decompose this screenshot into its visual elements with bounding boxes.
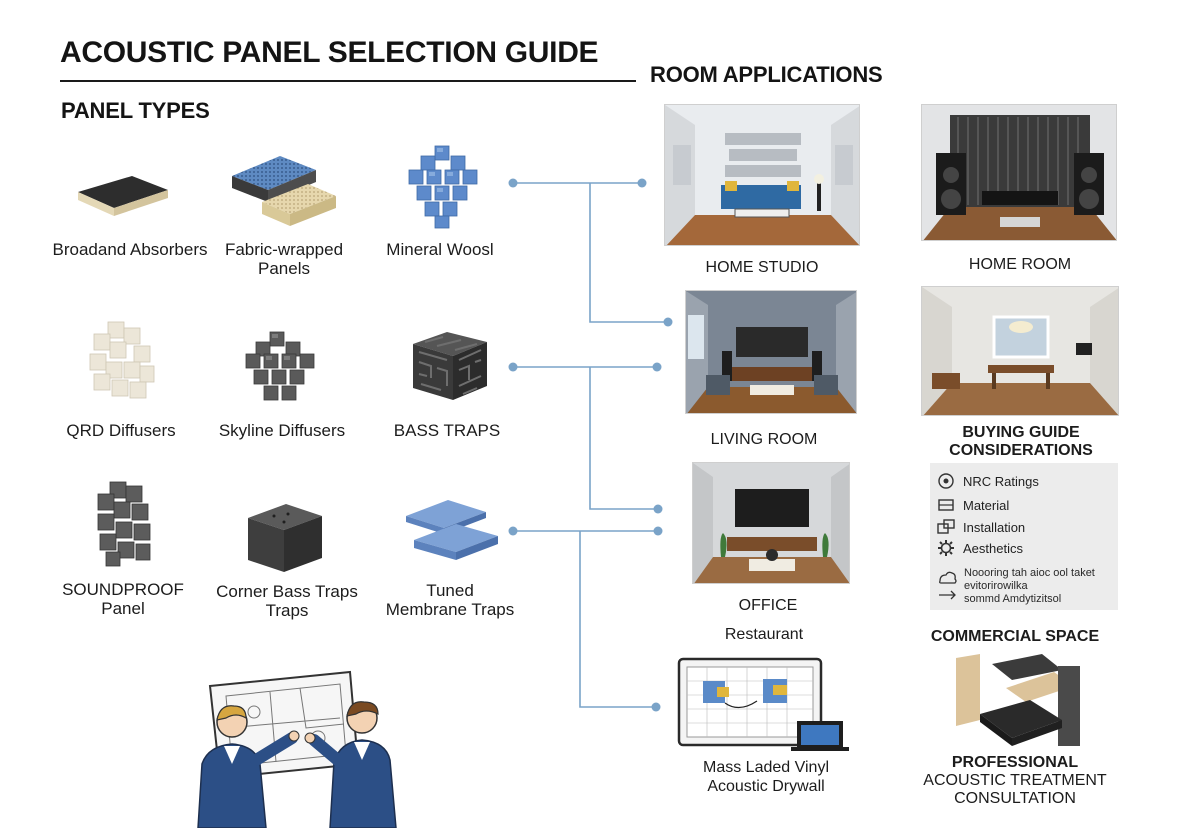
buying-guide-box: NRC Ratings Material Installation Aesthe… — [930, 463, 1118, 610]
panel-label-tuned-membrane: Tuned Membrane Traps — [385, 581, 515, 619]
material-icon — [938, 499, 954, 511]
guide-note: Noooring tah aioc ool taket evitorirowil… — [936, 567, 1095, 606]
panel-label-skyline-diffusers: Skyline Diffusers — [218, 421, 346, 440]
qrd-diffuser-icon — [89, 321, 155, 399]
fabric-wrapped-panel-icon — [232, 156, 336, 226]
room-label-living-room: LIVING ROOM — [710, 431, 818, 448]
guide-item-nrc: NRC Ratings — [936, 472, 1039, 490]
mineral-wool-icon — [408, 145, 478, 229]
panel-label-corner-bass-traps: Corner Bass Traps Traps — [216, 582, 358, 620]
guide-item-aesthetics: Aesthetics — [936, 539, 1023, 557]
guide-item-installation: Installation — [936, 518, 1025, 536]
connector-node — [508, 526, 518, 536]
panel-label-broadband-absorbers: Broadand Absorbers — [52, 240, 208, 259]
installation-icon — [937, 519, 955, 534]
panel-label-bass-traps: BASS TRAPS — [393, 421, 501, 440]
restaurant-plan-illustration — [677, 657, 849, 751]
panel-label-mineral-wool: Mineral Woosl — [386, 240, 494, 259]
connector-node — [651, 702, 661, 712]
room-label-mass-loaded-vinyl: Mass Laded Vinyl Acoustic Drywall — [703, 759, 829, 795]
connector-node — [652, 362, 662, 372]
connector-node — [653, 526, 663, 536]
panel-label-soundproof: SOUNDPROOF Panel — [62, 580, 184, 618]
bass-trap-icon — [413, 332, 487, 400]
home-studio-photo — [664, 104, 860, 246]
title-rule — [60, 80, 636, 82]
room-label-commercial-space: COMMERCIAL SPACE — [930, 628, 1100, 645]
office-photo — [692, 462, 850, 584]
panel-types-heading: PANEL TYPES — [61, 98, 210, 123]
connector-row1-branch — [589, 183, 668, 323]
room-label-home-room: HOME ROOM — [968, 256, 1072, 273]
gear-icon — [938, 540, 954, 556]
soundproof-panel-icon — [97, 481, 151, 567]
tuned-membrane-trap-icon — [406, 500, 498, 560]
buying-guide-heading: BUYING GUIDE CONSIDERATIONS — [949, 424, 1093, 459]
room-applications-heading: ROOM APPLICATIONS — [650, 62, 883, 87]
room-label-office: OFFICE — [738, 597, 798, 614]
skyline-diffuser-icon — [245, 331, 315, 401]
connector-node — [508, 362, 518, 372]
home-room-photo — [921, 104, 1117, 241]
panel-label-fabric-wrapped: Fabric-wrapped Panels — [224, 240, 344, 278]
broadband-absorber-icon — [78, 176, 168, 216]
consultants-illustration — [197, 670, 397, 828]
connector-node — [663, 317, 673, 327]
connector-node — [637, 178, 647, 188]
cloud-icon — [939, 571, 957, 600]
connector-node — [653, 504, 663, 514]
connector-row3-branch — [579, 531, 656, 708]
connector-node — [508, 178, 518, 188]
page-title: ACOUSTIC PANEL SELECTION GUIDE — [60, 36, 599, 69]
room-label-restaurant: Restaurant — [724, 626, 804, 643]
professional-consultation-label: PROFESSIONAL ACOUSTIC TREATMENT CONSULTA… — [923, 754, 1107, 807]
connector-row2-branch — [589, 367, 658, 510]
room-label-home-studio: HOME STUDIO — [705, 259, 819, 276]
living-room-photo — [685, 290, 857, 414]
target-icon — [938, 473, 954, 489]
dining-room-photo — [921, 286, 1119, 416]
guide-item-material: Material — [936, 496, 1009, 514]
commercial-space-panels-illustration — [956, 654, 1080, 746]
corner-bass-trap-icon — [248, 504, 322, 572]
panel-label-qrd-diffusers: QRD Diffusers — [66, 421, 176, 440]
